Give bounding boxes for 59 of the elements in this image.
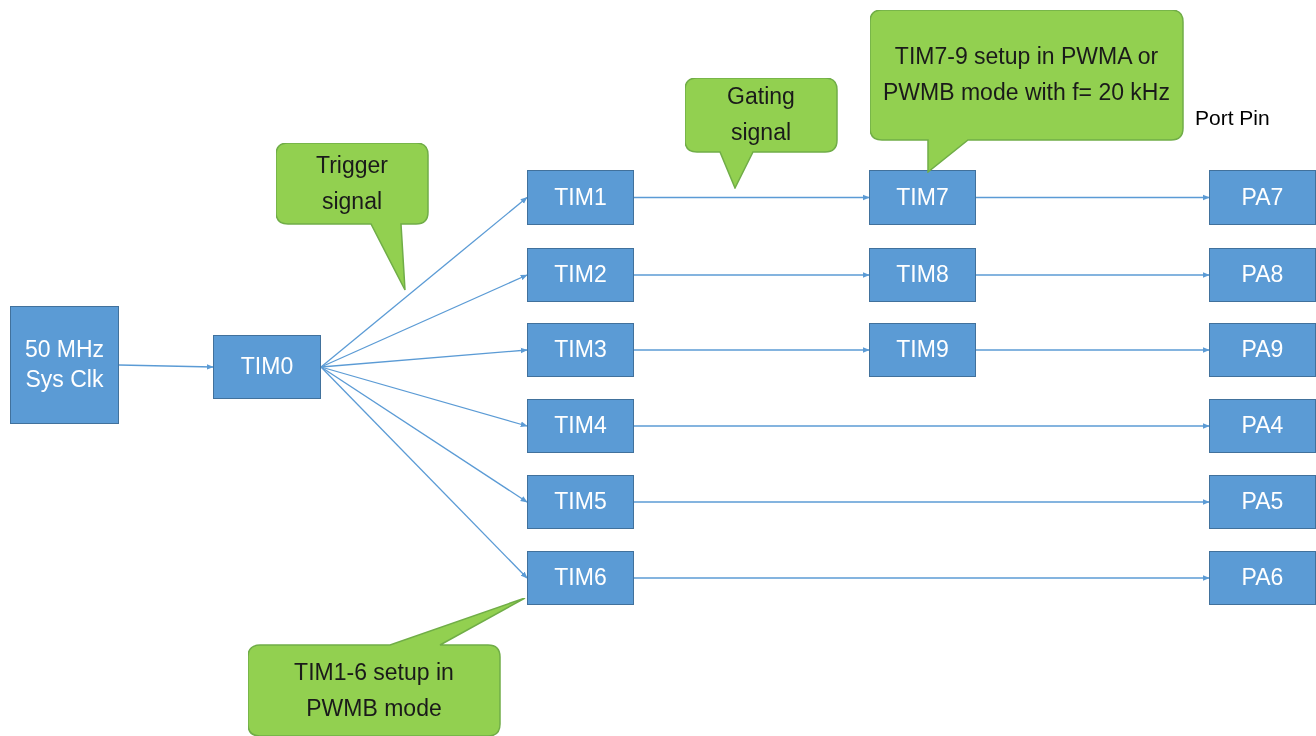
node-label: Trigger signal — [315, 150, 389, 216]
node-label: TIM7-9 setup in PWMA or PWMB mode with f= 20 kHz — [882, 42, 1171, 107]
node-label: PA7 — [1241, 182, 1284, 212]
arrow — [320, 347, 528, 368]
callout-bubble — [685, 78, 838, 189]
timer-box — [527, 399, 634, 453]
arrow — [320, 366, 528, 579]
arrow — [975, 272, 1210, 278]
node-label: PA6 — [1241, 563, 1284, 593]
node-label: TIM4 — [554, 411, 607, 441]
arrow — [633, 194, 870, 201]
arrow — [320, 366, 528, 427]
column-heading: Port Pin — [1195, 106, 1270, 130]
arrow — [975, 194, 1210, 201]
timer-box — [527, 323, 634, 377]
node-label: TIM1-6 setup in PWMB mode — [293, 657, 455, 723]
node-label: TIM6 — [554, 563, 607, 593]
arrow — [118, 364, 214, 370]
timer-box — [1209, 399, 1316, 453]
arrow — [633, 499, 1210, 505]
timer-box — [1209, 551, 1316, 605]
arrow — [633, 347, 870, 353]
timer-box — [1209, 170, 1316, 225]
callout-bubble — [248, 598, 526, 736]
timer-box — [869, 323, 976, 377]
timer-box — [869, 248, 976, 302]
timer-box — [1209, 475, 1316, 529]
node-label: PA4 — [1241, 411, 1284, 441]
node-label: PA8 — [1241, 260, 1284, 290]
timer-box — [527, 170, 634, 225]
arrow — [320, 196, 528, 368]
timer-box — [527, 551, 634, 605]
timer-box — [1209, 323, 1316, 377]
node-label: TIM1 — [554, 182, 607, 212]
node-label: PA5 — [1241, 487, 1284, 517]
node-label: TIM2 — [554, 260, 607, 290]
timer-box — [1209, 248, 1316, 302]
timer-box — [10, 306, 119, 424]
arrow — [320, 274, 528, 368]
node-label: TIM7 — [896, 182, 949, 212]
timer-box — [527, 475, 634, 529]
node-label: Gating signal — [726, 82, 796, 147]
node-label: TIM3 — [554, 335, 607, 365]
node-label: TIM0 — [240, 352, 294, 382]
node-label: 50 MHz Sys Clk — [23, 335, 106, 394]
timer-box — [527, 248, 634, 302]
node-label: TIM8 — [896, 260, 949, 290]
arrow — [633, 575, 1210, 581]
callout-bubble — [276, 143, 429, 291]
node-label: TIM9 — [896, 335, 949, 365]
arrow — [633, 423, 1210, 429]
arrow — [633, 272, 870, 278]
arrow — [320, 366, 528, 503]
node-label: TIM5 — [554, 487, 607, 517]
timer-box — [869, 170, 976, 225]
node-label: PA9 — [1241, 335, 1284, 365]
arrow — [975, 347, 1210, 353]
callout-bubble — [870, 10, 1184, 173]
timer-box — [213, 335, 321, 399]
